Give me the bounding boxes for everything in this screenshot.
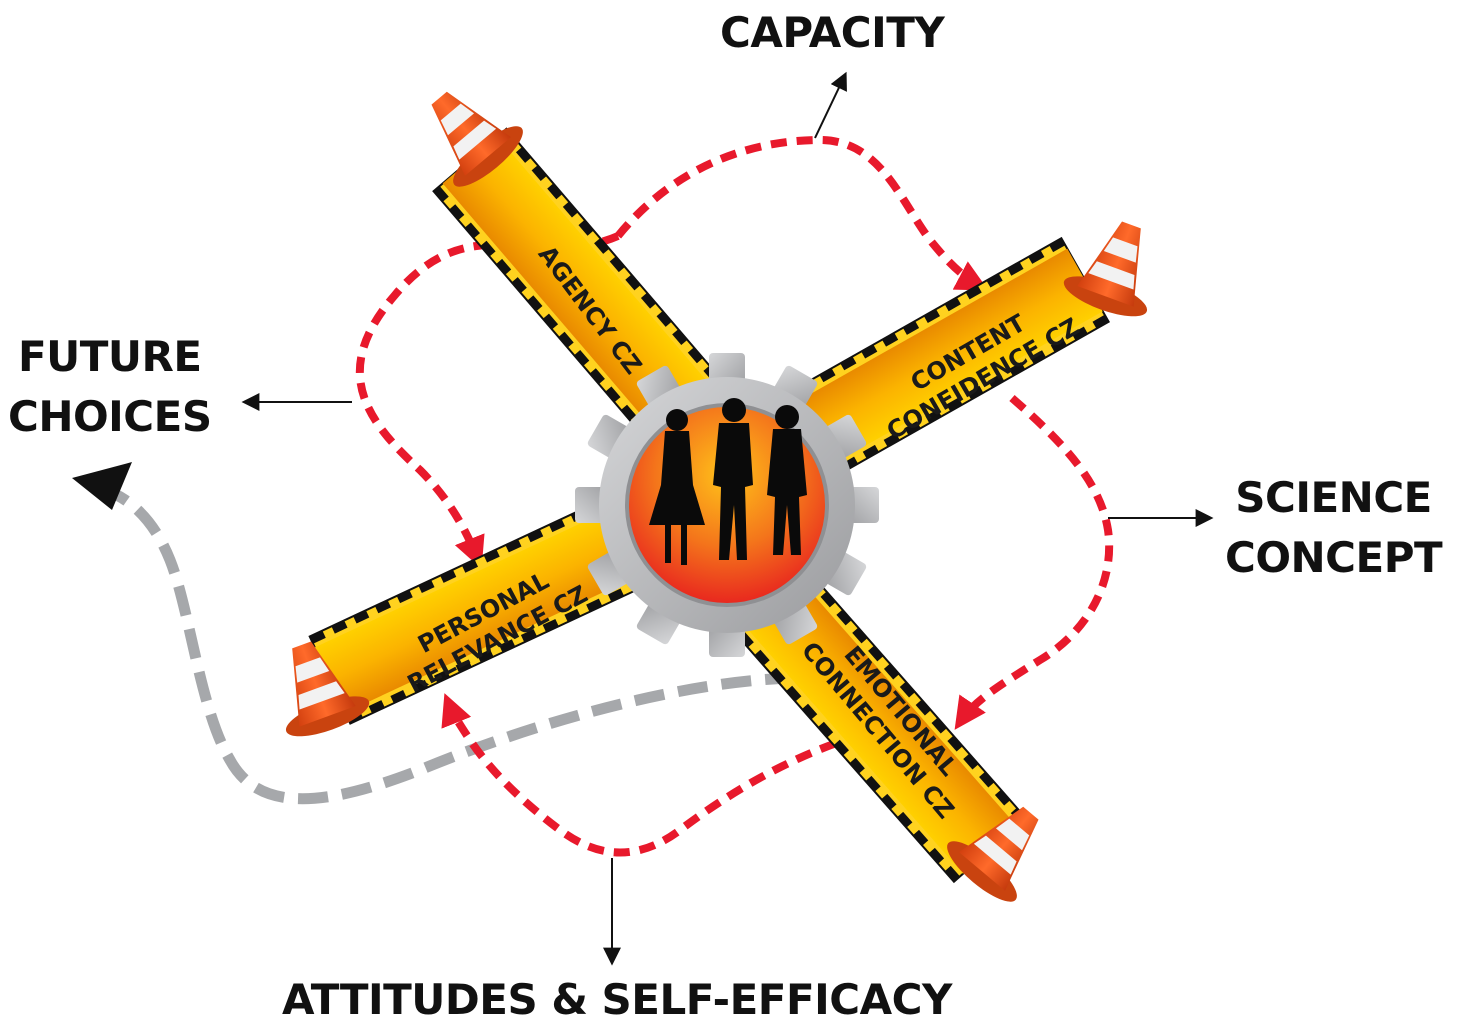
red-loop-bottom bbox=[441, 693, 862, 857]
traffic-cone-icon bbox=[285, 641, 370, 737]
future-choices-line-2: CHOICES bbox=[8, 392, 212, 441]
traffic-cone-icon bbox=[947, 806, 1039, 902]
outcome-capacity: CAPACITY bbox=[720, 3, 945, 63]
science-concept-line-2: CONCEPT bbox=[1225, 533, 1443, 582]
outcome-future-choices: FUTURE CHOICES bbox=[8, 327, 212, 447]
red-loop-top bbox=[614, 135, 989, 291]
outcome-science-concept: SCIENCE CONCEPT bbox=[1225, 468, 1443, 588]
capacity-arrow bbox=[814, 71, 847, 139]
capacity-label: CAPACITY bbox=[720, 8, 945, 57]
traffic-cone-icon bbox=[1063, 221, 1148, 317]
gray-dashed-path bbox=[103, 484, 796, 805]
outcome-attitudes: ATTITUDES & SELF-EFFICACY bbox=[282, 970, 952, 1030]
attitudes-label: ATTITUDES & SELF-EFFICACY bbox=[282, 975, 952, 1024]
future-choices-line-1: FUTURE bbox=[17, 332, 202, 381]
traffic-cone-icon bbox=[431, 91, 523, 187]
future-choices-arrowhead bbox=[72, 462, 132, 510]
people-silhouette-icon bbox=[649, 398, 807, 565]
red-loop-right bbox=[954, 394, 1114, 730]
traffic-cones bbox=[285, 91, 1148, 902]
science-concept-line-1: SCIENCE bbox=[1235, 473, 1432, 522]
